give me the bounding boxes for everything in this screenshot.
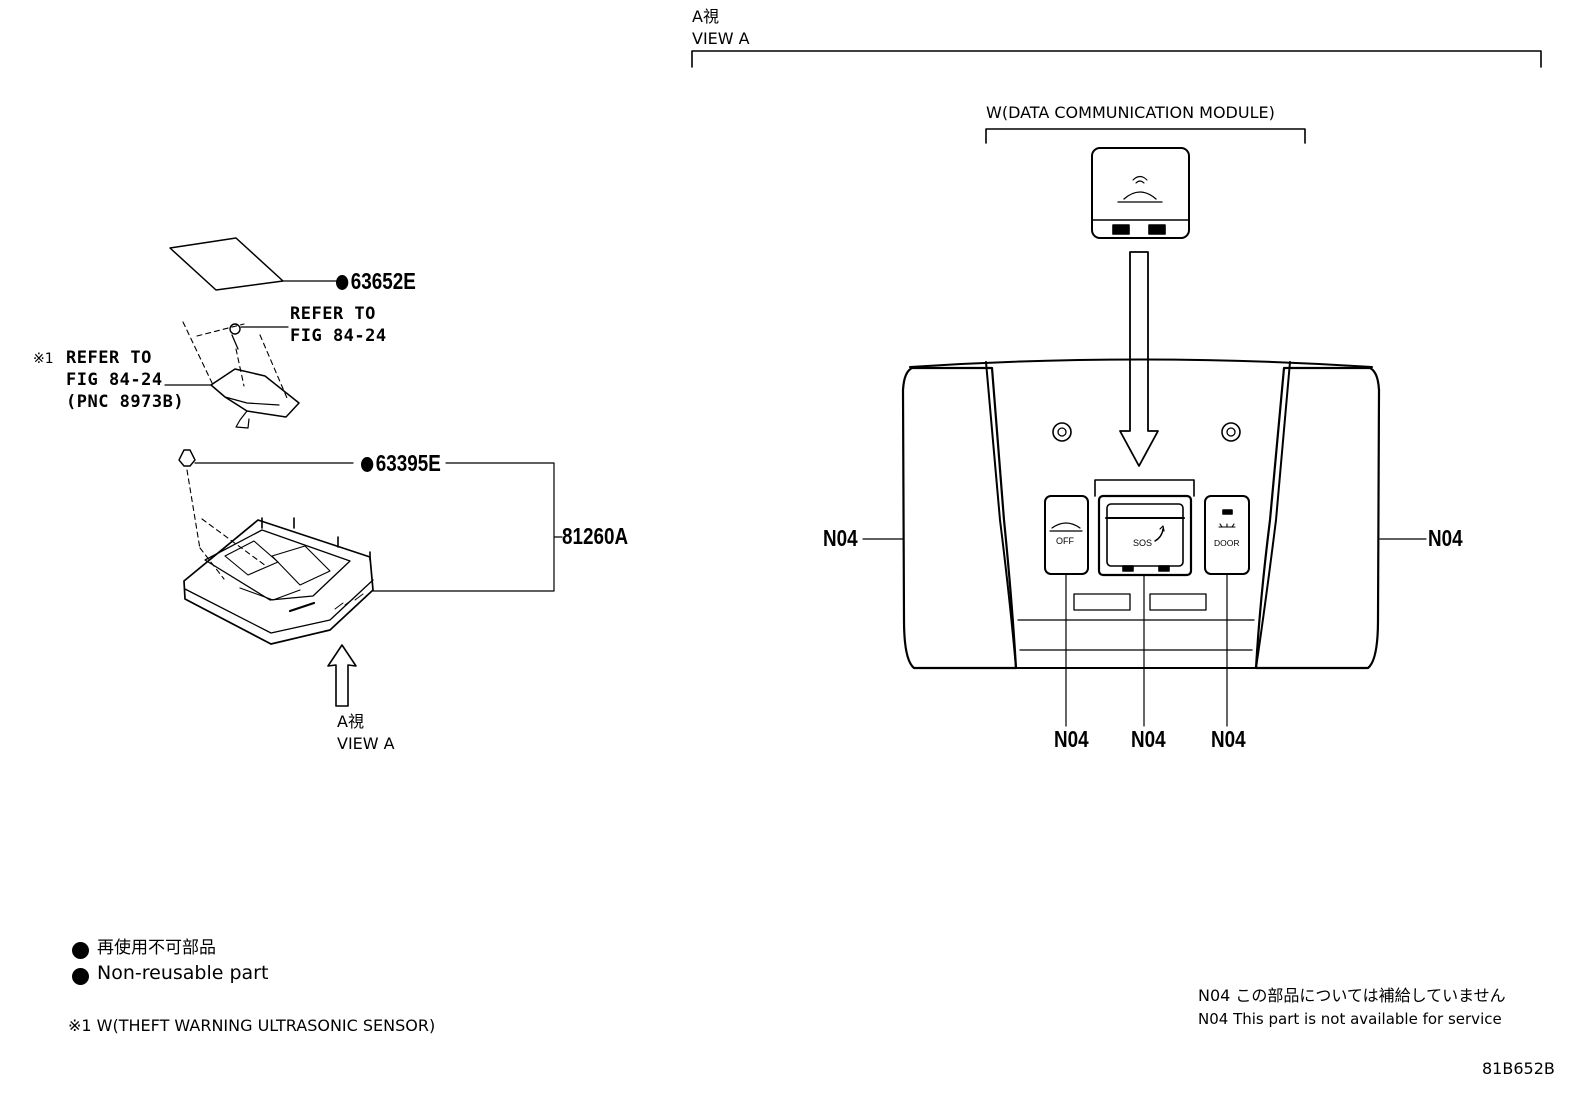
off-button-label: OFF <box>1056 536 1074 546</box>
n04-note-en: N04 This part is not available for servi… <box>1198 1010 1502 1028</box>
part-63652e[interactable]: 63652E <box>336 270 416 293</box>
clip-63395e <box>178 449 555 592</box>
refer-to-label-left: REFER TO <box>66 348 152 368</box>
refer-to-label: REFER TO <box>290 304 376 324</box>
view-a-title-en: VIEW A <box>692 29 750 48</box>
callout-n04-off[interactable]: N04 <box>1054 726 1089 752</box>
view-a-bracket <box>691 50 1542 68</box>
non-reusable-dot-icon <box>336 275 349 290</box>
part-63395e[interactable]: 63395E <box>361 452 441 475</box>
legend-dot-icon <box>72 968 89 985</box>
drawing-code: 81B652B <box>1482 1059 1555 1078</box>
legend-ja: 再使用不可部品 <box>97 938 216 958</box>
callout-n04-door[interactable]: N04 <box>1211 726 1246 752</box>
door-button-label: DOOR <box>1214 538 1240 548</box>
screw-part <box>229 323 289 350</box>
refer-fig-label[interactable]: FIG 84-24 <box>290 326 387 346</box>
part-81260a[interactable]: 81260A <box>562 523 629 549</box>
note-1-mark: ※1 <box>33 351 54 367</box>
module-bracket <box>985 128 1306 144</box>
callout-n04-right[interactable]: N04 <box>1428 525 1463 551</box>
callout-n04-left[interactable]: N04 <box>823 525 858 551</box>
legend-en: Non-reusable part <box>97 962 269 984</box>
n04-note-ja: N04 この部品については補給していません <box>1198 986 1506 1005</box>
overhead-console-view <box>901 358 1381 670</box>
view-arrow-up <box>327 644 357 707</box>
sheet-63652e <box>169 237 284 291</box>
legend-dot-icon <box>72 942 89 959</box>
ultrasonic-sensor <box>164 368 300 429</box>
refer-pnc-label: (PNC 8973B) <box>66 392 185 412</box>
arrow-view-en: VIEW A <box>337 734 395 753</box>
callout-n04-sos[interactable]: N04 <box>1131 726 1166 752</box>
map-lamp-assembly <box>183 517 374 645</box>
arrow-view-ja: A視 <box>337 712 364 731</box>
data-communication-module <box>1091 147 1190 239</box>
refer-fig-label-left[interactable]: FIG 84-24 <box>66 370 163 390</box>
non-reusable-dot-icon <box>361 457 374 472</box>
view-a-title-ja: A視 <box>692 7 719 26</box>
module-label: W(DATA COMMUNICATION MODULE) <box>986 103 1275 122</box>
view-arrow-down <box>1119 251 1159 467</box>
sos-button-label: SOS <box>1133 538 1153 548</box>
legend-note-1: ※1 W(THEFT WARNING ULTRASONIC SENSOR) <box>68 1016 436 1035</box>
